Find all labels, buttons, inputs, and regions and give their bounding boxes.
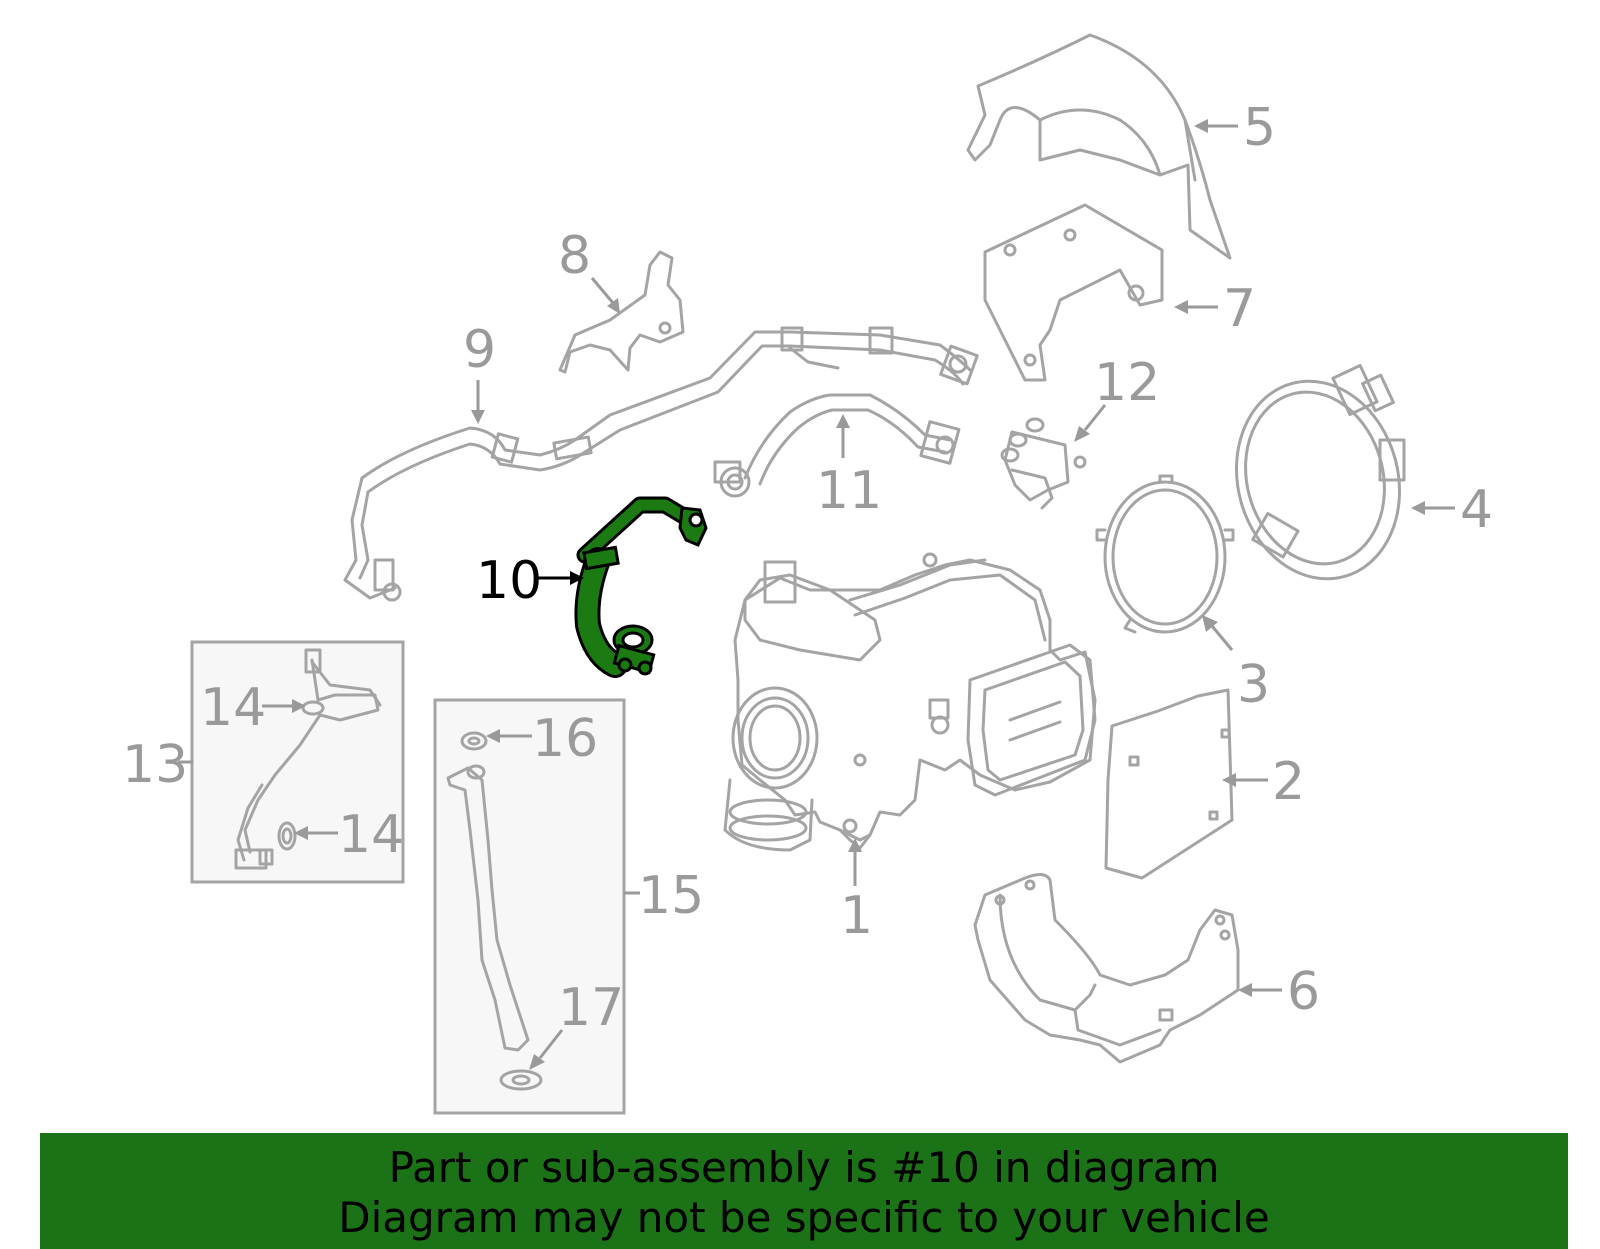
- callout-7-label: 7: [1223, 279, 1256, 339]
- callout-8: 8: [558, 226, 620, 314]
- kit-15-box[interactable]: [433, 698, 626, 1115]
- callout-10: 10: [476, 551, 584, 611]
- callout-17: 17: [529, 978, 624, 1070]
- part-10-coolant-pipe[interactable]: [574, 496, 708, 678]
- callout-17-label: 17: [558, 978, 624, 1038]
- callout-9-label: 9: [463, 320, 496, 380]
- banner-line-2: Diagram may not be specific to your vehi…: [338, 1193, 1270, 1242]
- part-9-oil-feed-pipe[interactable]: [343, 326, 979, 602]
- part-3-gasket[interactable]: [1095, 474, 1235, 634]
- callout-16: 16: [486, 709, 598, 769]
- callout-15-label: 15: [638, 866, 704, 926]
- callout-13-label: 13: [122, 735, 188, 795]
- part-12-vacuum-fitting[interactable]: [1000, 417, 1087, 510]
- part-8-bracket[interactable]: [558, 250, 685, 374]
- callout-2: 2: [1222, 752, 1305, 812]
- callout-11: 11: [816, 414, 882, 521]
- callout-9: 9: [463, 320, 496, 424]
- callout-13: 13: [122, 735, 193, 795]
- callout-8-label: 8: [558, 226, 591, 286]
- part-4-v-band-clamp[interactable]: [1215, 363, 1421, 598]
- callout-5: 5: [1194, 98, 1276, 158]
- callout-7: 7: [1174, 279, 1256, 339]
- callout-14-lower: 14: [294, 805, 404, 865]
- callout-3-label: 3: [1237, 655, 1270, 715]
- callout-5-label: 5: [1243, 98, 1276, 158]
- part-5-heat-shield-upper[interactable]: [966, 33, 1232, 260]
- callout-3: 3: [1202, 615, 1270, 715]
- part-11-oil-return-pipe[interactable]: [713, 393, 961, 498]
- callout-1-label: 1: [840, 886, 873, 946]
- callout-4-label: 4: [1460, 480, 1493, 540]
- callout-14-upper-label: 14: [200, 678, 266, 738]
- callout-1: 1: [840, 838, 873, 946]
- part-7-heat-shield[interactable]: [983, 203, 1164, 382]
- callout-10-label: 10: [476, 551, 542, 611]
- callout-12: 12: [1074, 353, 1160, 442]
- callout-14-upper: 14: [200, 678, 306, 738]
- part-2-gasket-plate[interactable]: [1104, 688, 1234, 880]
- part-1-turbocharger[interactable]: [723, 552, 1097, 852]
- callout-11-label: 11: [816, 461, 882, 521]
- kit-13-box[interactable]: [190, 640, 405, 884]
- callout-15: 15: [624, 866, 704, 926]
- callout-6-label: 6: [1287, 962, 1320, 1022]
- callout-4: 4: [1411, 480, 1493, 540]
- part-6-heat-shield-lower[interactable]: [973, 873, 1240, 1064]
- callout-14-lower-label: 14: [338, 805, 404, 865]
- callout-16-label: 16: [532, 709, 598, 769]
- info-banner: Part or sub-assembly is #10 in diagram D…: [40, 1133, 1568, 1249]
- callout-6: 6: [1238, 962, 1320, 1022]
- banner-line-1: Part or sub-assembly is #10 in diagram: [388, 1143, 1220, 1192]
- callout-12-label: 12: [1094, 353, 1160, 413]
- callout-2-label: 2: [1272, 752, 1305, 812]
